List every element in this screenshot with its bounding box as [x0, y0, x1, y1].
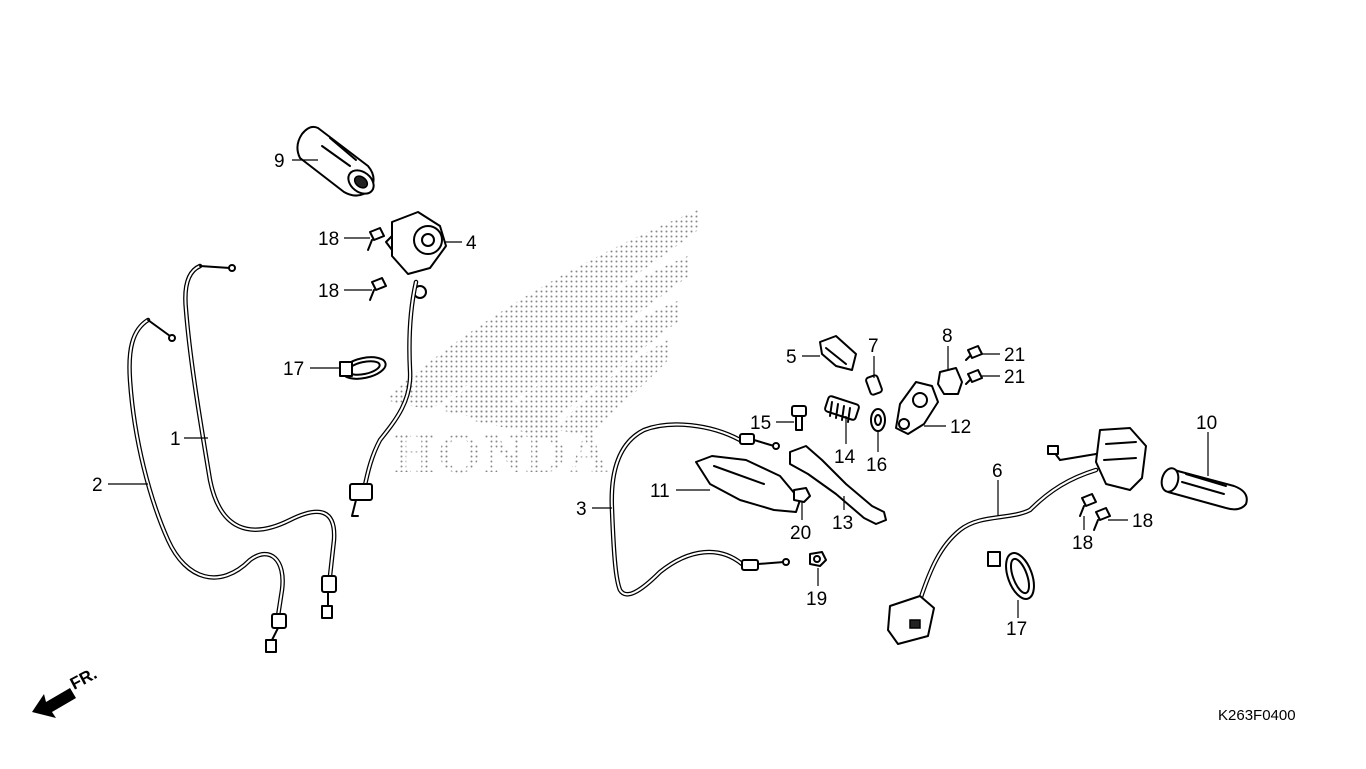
honda-watermark-text: HONDA — [392, 423, 610, 485]
callout-11: 11 — [650, 481, 670, 502]
callout-17: 17 — [1006, 619, 1027, 640]
callout-18: 18 — [318, 281, 339, 302]
screw-18c — [1079, 493, 1097, 517]
front-arrow-icon — [32, 688, 76, 718]
callout-5: 5 — [786, 347, 797, 368]
callout-13: 13 — [832, 513, 853, 534]
clutch-cable — [609, 422, 790, 597]
callout-10: 10 — [1196, 413, 1217, 434]
callout-18: 18 — [1072, 533, 1093, 554]
cable-nut — [809, 551, 827, 567]
switch-housing-right — [1047, 427, 1147, 491]
diagram-code: K263F0400 — [1218, 707, 1296, 724]
bolt-21a — [965, 345, 983, 361]
switch-harness-right — [887, 467, 1099, 645]
bolt-21b — [965, 369, 983, 385]
lever-bracket — [895, 381, 939, 435]
cable-tie-right — [987, 551, 1035, 600]
clutch-lever — [789, 445, 887, 525]
callout-labels: 9 4 18 18 17 1 2 5 7 8 21 21 15 14 16 12… — [92, 151, 1217, 640]
callout-18: 18 — [318, 229, 339, 250]
lock-nut — [870, 408, 886, 432]
screw-18a — [367, 227, 385, 251]
honda-wing-watermark: HONDA — [385, 210, 698, 485]
callout-12: 12 — [950, 417, 971, 438]
front-indicator: FR. — [32, 664, 100, 718]
cable-tie-left — [339, 356, 387, 380]
callout-16: 16 — [866, 455, 887, 476]
callout-1: 1 — [170, 429, 181, 450]
throttle-housing — [385, 211, 447, 299]
callout-18: 18 — [1132, 511, 1153, 532]
callout-19: 19 — [806, 589, 827, 610]
lever-nut — [793, 487, 811, 503]
front-label: FR. — [67, 664, 100, 694]
throttle-cable-1 — [183, 263, 337, 619]
callout-15: 15 — [750, 413, 771, 434]
pivot-bolt — [791, 405, 807, 431]
callout-8: 8 — [942, 326, 953, 347]
throttle-harness — [349, 279, 419, 517]
master-holder — [937, 367, 963, 395]
callout-21: 21 — [1004, 345, 1025, 366]
lever-cover — [819, 335, 857, 371]
brake-switch — [865, 374, 883, 396]
grip-left — [296, 125, 375, 197]
callout-3: 3 — [576, 499, 587, 520]
callout-17: 17 — [283, 359, 304, 380]
callout-4: 4 — [466, 233, 477, 254]
callout-2: 2 — [92, 475, 103, 496]
screw-18b — [369, 277, 387, 301]
cable-adjuster — [824, 395, 860, 423]
callout-21: 21 — [1004, 367, 1025, 388]
callout-6: 6 — [992, 461, 1003, 482]
callout-14: 14 — [834, 447, 856, 468]
screw-18d — [1093, 507, 1111, 531]
grip-right — [1160, 467, 1248, 511]
callout-7: 7 — [868, 336, 879, 357]
callout-9: 9 — [274, 151, 285, 172]
leader-lines — [108, 159, 1209, 618]
lever-guard — [695, 455, 801, 513]
throttle-cable-2 — [127, 317, 287, 653]
callout-20: 20 — [790, 523, 811, 544]
